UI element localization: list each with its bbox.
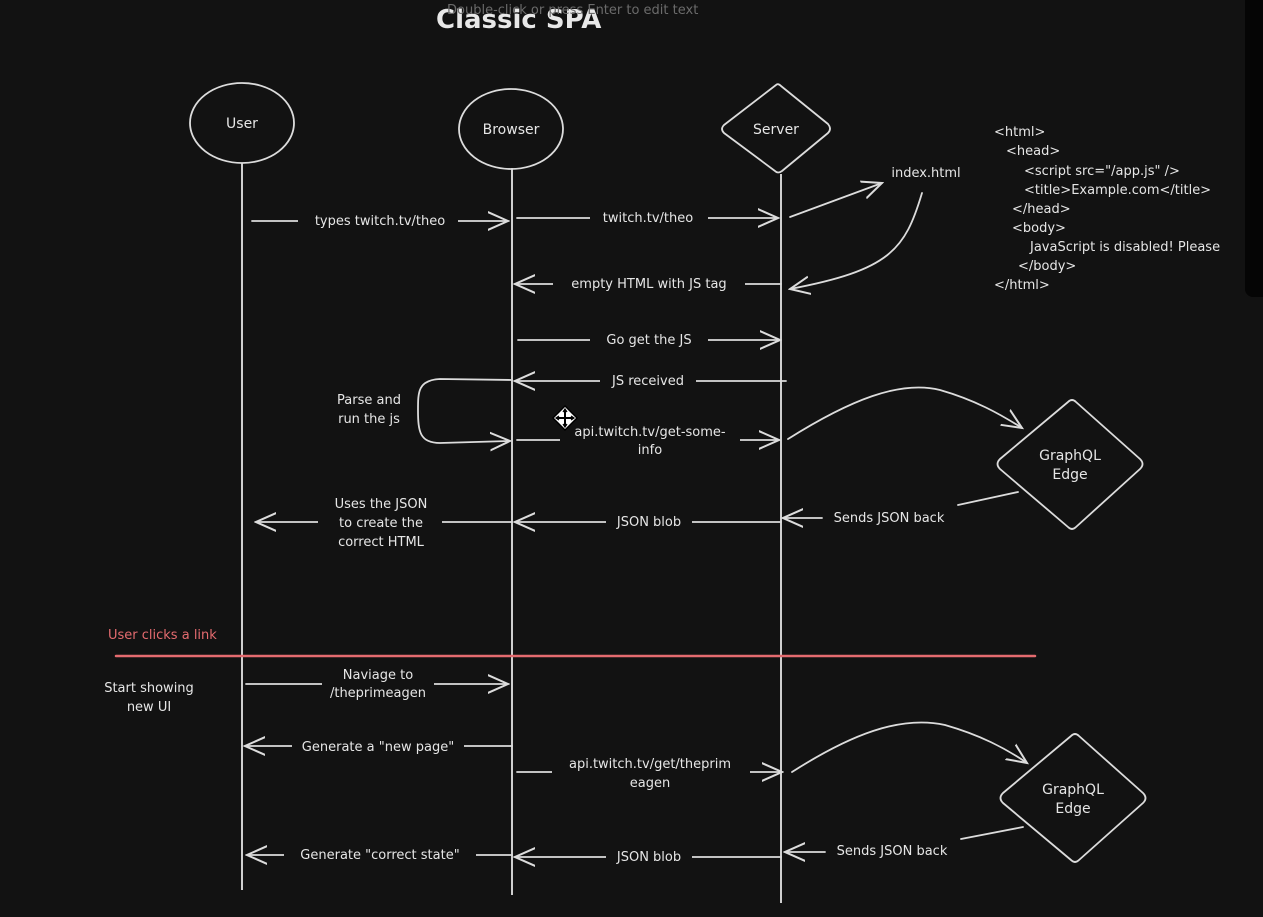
svg-text:Generate a "new page": Generate a "new page" — [302, 740, 454, 755]
svg-text:<head>: <head> — [1006, 144, 1060, 159]
index-html-note[interactable]: index.html — [790, 166, 961, 289]
msg-sends-json-2[interactable]: Sends JSON back — [785, 826, 1024, 859]
msg-request-url[interactable]: twitch.tv/theo — [516, 209, 778, 227]
svg-text:index.html: index.html — [891, 166, 960, 181]
svg-text:Start showing: Start showing — [104, 681, 194, 696]
svg-text:twitch.tv/theo: twitch.tv/theo — [603, 211, 693, 226]
svg-text:to create the: to create the — [339, 516, 423, 531]
svg-text:Sends JSON back: Sends JSON back — [834, 511, 945, 526]
server-label: Server — [753, 122, 799, 138]
edit-hint: Double-click or press Enter to edit text — [447, 3, 698, 18]
svg-text:<script src="/app.js" />: <script src="/app.js" /> — [1024, 164, 1180, 179]
user-label: User — [226, 116, 258, 132]
svg-text:/theprimeagen: /theprimeagen — [330, 686, 426, 701]
start-showing-note[interactable]: Start showing new UI — [104, 681, 194, 715]
msg-types-url[interactable]: types twitch.tv/theo — [251, 212, 508, 230]
user-clicks-label: User clicks a link — [108, 628, 217, 643]
msg-api-get-prim[interactable]: api.twitch.tv/get/theprim eagen — [516, 754, 782, 792]
svg-text:GraphQL: GraphQL — [1039, 448, 1101, 464]
svg-text:Sends JSON back: Sends JSON back — [837, 844, 948, 859]
arrow-server-to-graphql-2[interactable] — [791, 721, 1027, 773]
svg-text:JSON blob: JSON blob — [616, 850, 681, 865]
svg-text:eagen: eagen — [630, 776, 670, 791]
svg-text:JS received: JS received — [611, 374, 684, 389]
svg-text:Edge: Edge — [1055, 801, 1090, 817]
svg-text:types twitch.tv/theo: types twitch.tv/theo — [315, 214, 445, 229]
html-code-snippet[interactable]: <html> <head> <script src="/app.js" /> <… — [994, 125, 1220, 293]
msg-uses-json[interactable]: Uses the JSON to create the correct HTML — [256, 494, 513, 550]
arrow-server-to-graphql-1[interactable] — [787, 386, 1022, 440]
msg-empty-html[interactable]: empty HTML with JS tag — [515, 275, 782, 293]
msg-generate-state[interactable]: Generate "correct state" — [247, 846, 513, 864]
msg-navigate[interactable]: Naviage to /theprimeagen — [245, 666, 508, 704]
svg-text:</html>: </html> — [994, 278, 1050, 293]
svg-text:JSON blob: JSON blob — [616, 515, 681, 530]
svg-text:<body>: <body> — [1012, 221, 1066, 236]
svg-text:Naviage to: Naviage to — [343, 668, 413, 683]
svg-text:api.twitch.tv/get-some-: api.twitch.tv/get-some- — [574, 425, 726, 440]
svg-text:info: info — [638, 443, 662, 458]
diagram-title[interactable]: Classic SPA — [436, 5, 601, 35]
msg-generate-new-page[interactable]: Generate a "new page" — [245, 737, 513, 755]
svg-text:JavaScript is disabled! Please: JavaScript is disabled! Please — [1029, 240, 1220, 255]
msg-go-get-js[interactable]: Go get the JS — [517, 331, 780, 349]
msg-sends-json-1[interactable]: Sends JSON back — [783, 491, 1019, 526]
svg-text:api.twitch.tv/get/theprim: api.twitch.tv/get/theprim — [569, 757, 731, 772]
user-node[interactable]: User — [189, 82, 295, 164]
svg-text:run the js: run the js — [338, 412, 400, 427]
parse-run-loop[interactable]: Parse and run the js — [337, 378, 513, 443]
move-cursor-icon — [551, 404, 579, 432]
svg-text:Go get the JS: Go get the JS — [606, 333, 691, 348]
browser-label: Browser — [483, 122, 540, 138]
svg-text:Parse and: Parse and — [337, 393, 401, 408]
browser-node[interactable]: Browser — [458, 88, 564, 170]
svg-text:Uses the JSON: Uses the JSON — [335, 497, 428, 512]
side-panel-edge — [1245, 0, 1263, 297]
svg-text:</head>: </head> — [1012, 202, 1071, 217]
msg-api-get-info[interactable]: api.twitch.tv/get-some- info — [516, 421, 779, 459]
svg-text:<html>: <html> — [994, 125, 1045, 140]
server-node[interactable]: Server — [721, 83, 831, 174]
msg-js-received[interactable]: JS received — [515, 372, 787, 390]
graphql-edge-node-2[interactable]: GraphQL Edge — [999, 733, 1147, 863]
svg-text:Edge: Edge — [1052, 467, 1087, 483]
svg-text:Generate "correct state": Generate "correct state" — [300, 848, 459, 863]
svg-text:new UI: new UI — [127, 700, 171, 715]
msg-json-blob-2[interactable]: JSON blob — [515, 848, 782, 866]
svg-text:</body>: </body> — [1018, 259, 1076, 274]
svg-text:GraphQL: GraphQL — [1042, 782, 1104, 798]
svg-text:<title>Example.com</title>: <title>Example.com</title> — [1024, 183, 1211, 198]
msg-json-blob-1[interactable]: JSON blob — [515, 513, 782, 531]
graphql-edge-node-1[interactable]: GraphQL Edge — [996, 399, 1144, 530]
svg-text:correct HTML: correct HTML — [338, 535, 425, 550]
svg-text:empty HTML with JS tag: empty HTML with JS tag — [571, 277, 726, 292]
